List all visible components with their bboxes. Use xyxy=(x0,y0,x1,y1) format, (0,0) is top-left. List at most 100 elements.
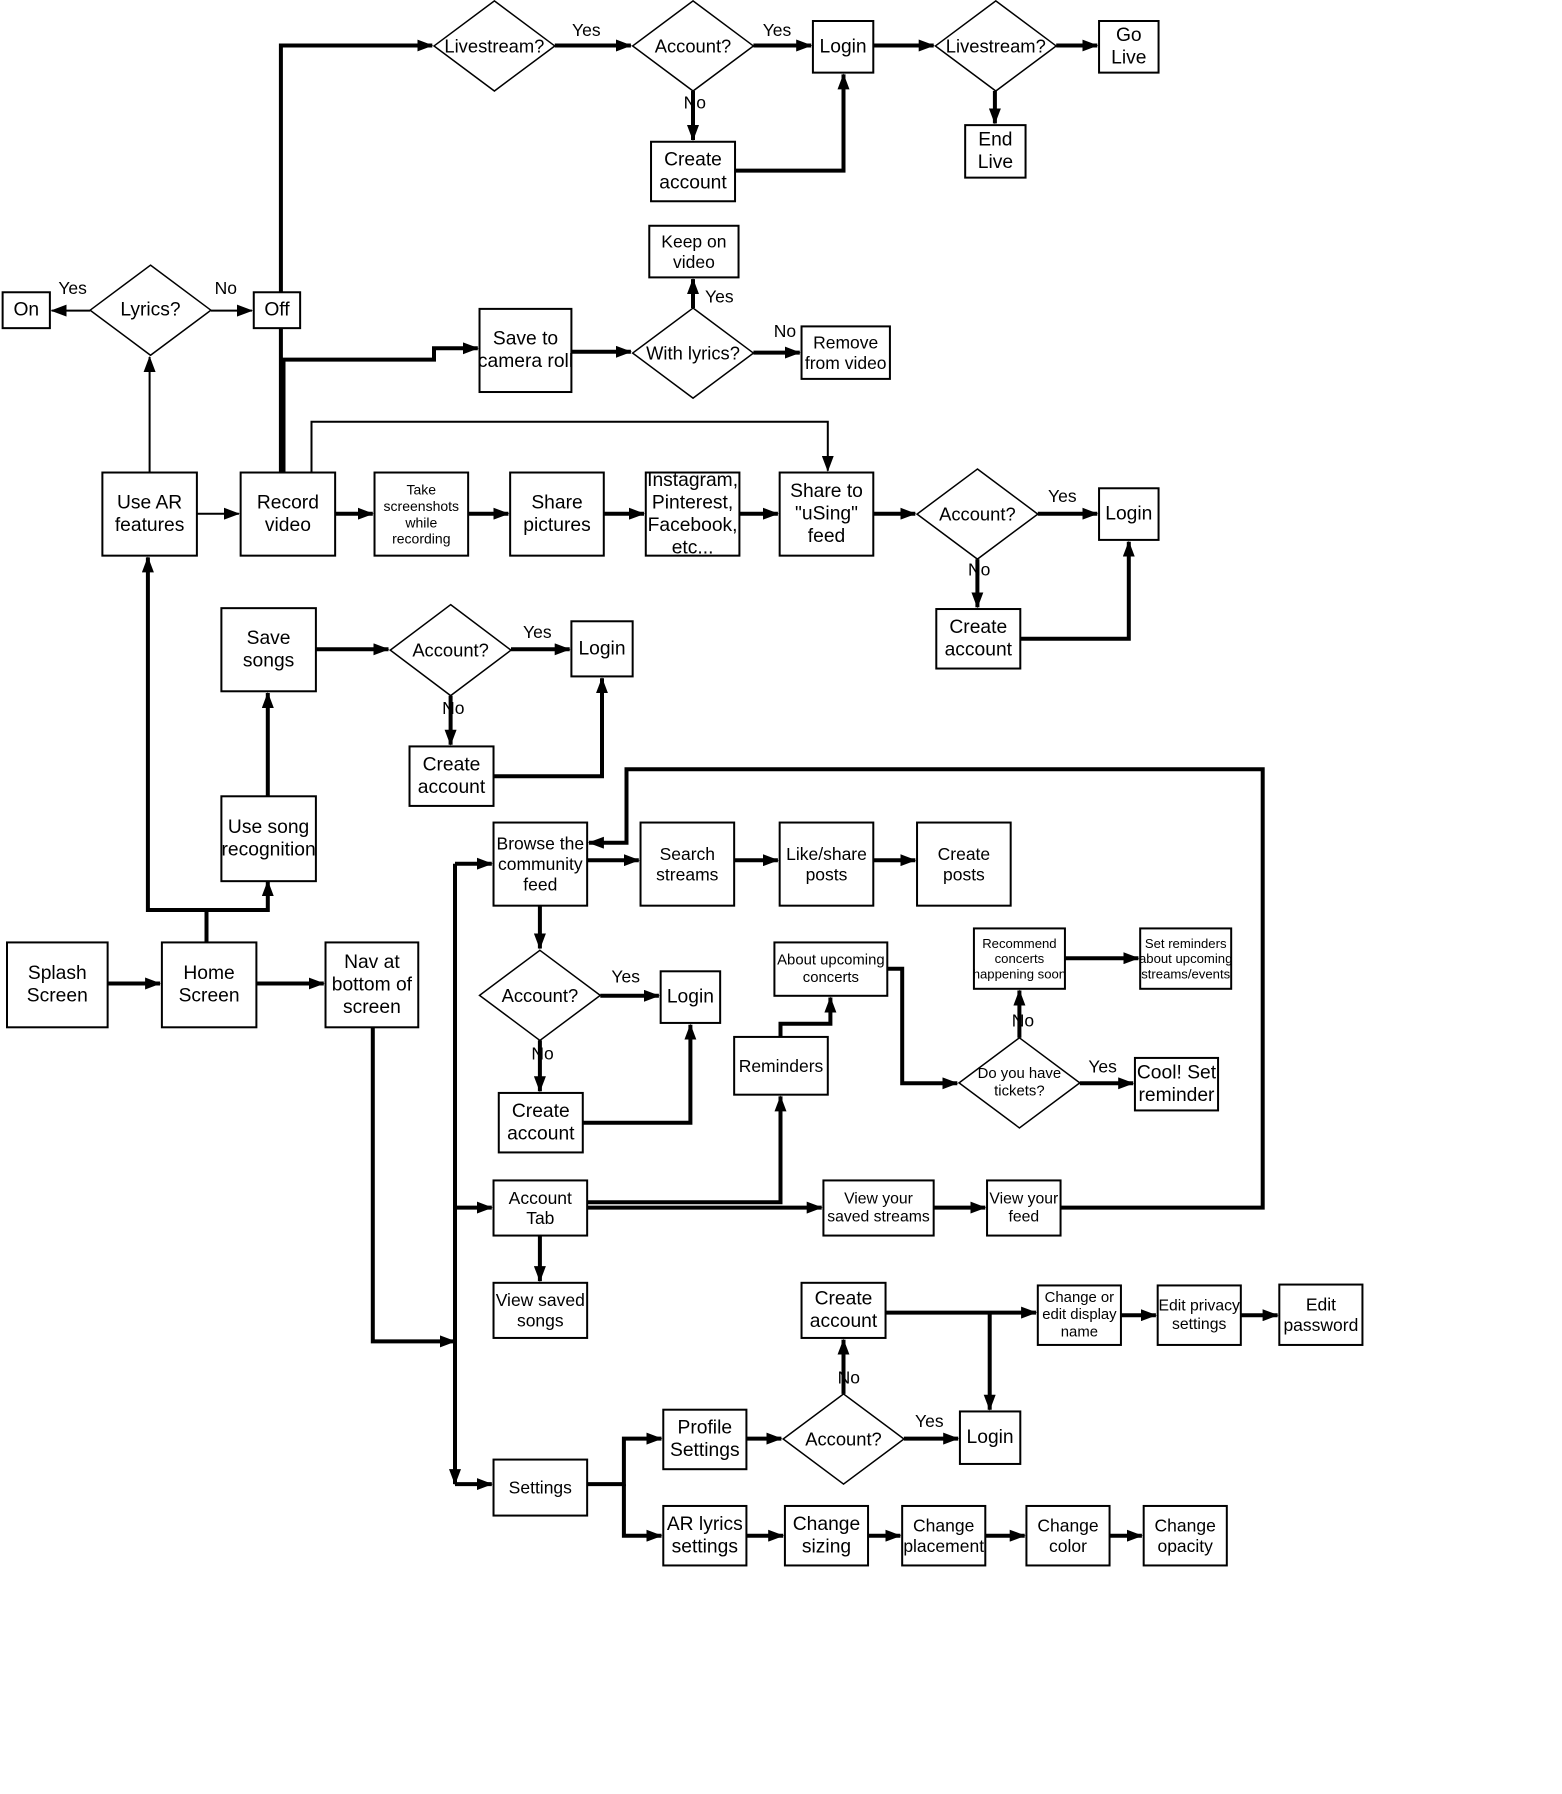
node-label-line: bottom of xyxy=(332,974,413,995)
edge-label-with-lyrics-yes: Yes xyxy=(705,287,734,307)
node-label-line: Live xyxy=(978,152,1013,173)
connector-arrow-41 xyxy=(587,1095,787,1205)
node-share-using-box: Share to"uSing"feed xyxy=(778,471,875,557)
node-label-line: Nav at xyxy=(344,952,400,973)
node-off-box: Off xyxy=(252,291,302,330)
node-label-line: Screen xyxy=(179,986,240,1007)
edge-label-live-acc-no: No xyxy=(684,92,706,112)
node-label-line: etc... xyxy=(672,537,714,558)
node-label-line: Save xyxy=(247,628,291,649)
node-label-line: "uSing" xyxy=(795,504,858,525)
node-label-line: Set reminders xyxy=(1145,936,1227,951)
node-login-profile-box: Login xyxy=(958,1410,1022,1465)
node-label-line: Recommend xyxy=(982,936,1056,951)
node-label-line: Edit privacy xyxy=(1158,1298,1240,1315)
node-livestream-q1-decision: Livestream? xyxy=(432,0,557,92)
node-label-line: concerts xyxy=(995,951,1045,966)
node-label-line: View saved xyxy=(496,1290,585,1310)
node-label-line: Home xyxy=(183,963,234,984)
node-label-line: account xyxy=(659,172,727,193)
node-label-line: Create xyxy=(423,754,481,775)
node-label-line: Login xyxy=(578,638,625,659)
node-label-line: edit display xyxy=(1042,1307,1117,1323)
edge-label-with-lyrics-no: No xyxy=(774,321,796,341)
node-label-line: Browse the xyxy=(497,834,585,854)
node-label-line: streams/events xyxy=(1141,967,1230,982)
node-with-lyrics-decision: With lyrics? xyxy=(631,307,755,400)
node-label-line: while xyxy=(404,514,437,530)
connector-arrow-8 xyxy=(141,556,207,912)
node-insta-box: Instagram,Pinterest,Facebook,etc... xyxy=(644,470,741,558)
node-label-line: video xyxy=(265,515,311,536)
node-login-browse-box: Login xyxy=(659,970,722,1024)
connector-arrow-17 xyxy=(281,342,479,473)
edge-label-browse-acc-yes: Yes xyxy=(611,967,640,987)
node-acc-share-decision: Account? xyxy=(915,468,1040,561)
connector-arrow-7 xyxy=(493,677,608,779)
node-label-line: about upcoming xyxy=(1139,951,1232,966)
connector-arrow-43 xyxy=(887,966,959,1090)
node-label-line: Remove xyxy=(813,332,878,352)
edge-label-profile-acc-no: No xyxy=(838,1367,860,1387)
node-label-line: settings xyxy=(1172,1316,1226,1333)
edge-label-browse-acc-no: No xyxy=(531,1044,553,1064)
node-label-line: With lyrics? xyxy=(646,343,740,364)
node-label-line: posts xyxy=(806,864,848,884)
edge-label-profile-acc-yes: Yes xyxy=(915,1411,944,1431)
node-label-line: Off xyxy=(264,300,290,321)
node-label-line: feed xyxy=(523,875,557,895)
edge-label-live1-yes: Yes xyxy=(572,20,601,40)
node-label-line: Account xyxy=(509,1188,572,1208)
node-label-line: Like/share xyxy=(786,844,867,864)
node-label-line: from video xyxy=(805,353,887,373)
node-label-line: community xyxy=(498,854,583,874)
node-label-line: AR lyrics xyxy=(667,1514,743,1535)
connector-arrow-25 xyxy=(735,73,850,173)
node-lyrics-q-decision: Lyrics? xyxy=(88,264,213,357)
node-label-line: Account? xyxy=(655,35,732,56)
node-label-line: posts xyxy=(943,864,985,884)
node-login-save-songs-box: Login xyxy=(570,620,634,678)
node-label-line: Keep on xyxy=(661,231,726,251)
node-label-line: tickets? xyxy=(994,1084,1044,1100)
node-label-line: Go xyxy=(1116,25,1142,46)
edge-label-share-acc-yes: Yes xyxy=(1048,486,1077,506)
node-label-line: Reminders xyxy=(739,1056,824,1076)
node-label-line: Livestream? xyxy=(946,35,1046,56)
node-label-line: Tab xyxy=(526,1208,554,1228)
edge-label-songs-acc-no: No xyxy=(442,698,464,718)
node-label-line: Instagram, xyxy=(647,470,738,491)
edge-label-tickets-yes: Yes xyxy=(1088,1057,1117,1077)
node-label-line: Login xyxy=(667,987,714,1008)
node-label-line: Share to xyxy=(790,481,863,502)
node-label-line: Account? xyxy=(502,985,579,1006)
connector-arrow-29 xyxy=(370,1027,456,1348)
edge-label-live-acc-yes: Yes xyxy=(763,20,792,40)
node-label-line: Share xyxy=(531,492,582,513)
node-label-line: account xyxy=(810,1311,878,1332)
node-label-line: Create xyxy=(938,844,991,864)
